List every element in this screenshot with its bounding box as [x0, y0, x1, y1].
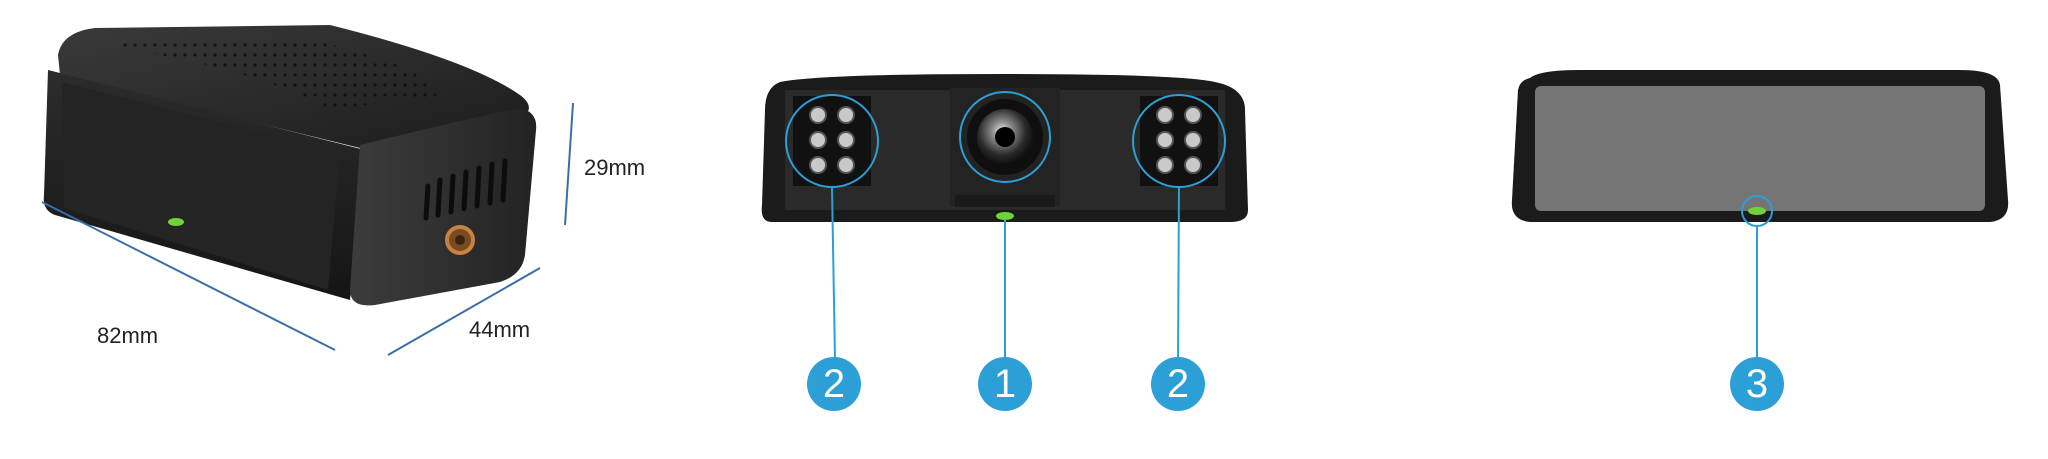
- height-label: 29mm: [584, 155, 646, 180]
- callout-badge-back-led: 3: [1730, 357, 1784, 411]
- tripod-mount-hole: [455, 235, 465, 245]
- ir-leds-right: [1156, 106, 1202, 174]
- back-callouts: [1741, 195, 1773, 360]
- width-dimension-line: [387, 267, 541, 356]
- leader-line-ir-left: [831, 186, 836, 361]
- height-dimension-line: [564, 102, 574, 226]
- dimension-lines: [41, 102, 574, 356]
- ir-block-right: [1140, 96, 1218, 186]
- width-label: 44mm: [469, 317, 531, 342]
- end-vent-slots: [423, 158, 508, 221]
- camera-lens-pupil: [995, 127, 1015, 147]
- front-callouts: [785, 91, 1226, 361]
- status-led: [168, 218, 184, 226]
- device-front-view: [761, 74, 1248, 222]
- ir-block-left: [793, 96, 871, 186]
- callout-badge-lens: 1: [978, 357, 1032, 411]
- back-screen: [1535, 86, 1985, 211]
- device-isometric-view: [43, 25, 537, 306]
- length-label: 82mm: [97, 323, 159, 348]
- device-side-panel: [62, 82, 340, 290]
- callout-ring-lens: [959, 91, 1051, 183]
- front-status-led: [996, 212, 1014, 220]
- length-dimension-line: [41, 201, 336, 351]
- device-back-view: [1511, 70, 2009, 222]
- back-status-led: [1748, 207, 1766, 215]
- device-end-face: [350, 108, 537, 306]
- leader-line-ir-right: [1177, 186, 1180, 361]
- led-strip: [955, 195, 1055, 207]
- callout-badge-ir-right: 2: [1151, 357, 1205, 411]
- ir-leds-left: [809, 106, 855, 174]
- callout-badge-ir-left: 2: [807, 357, 861, 411]
- top-vent-grille: [120, 38, 440, 110]
